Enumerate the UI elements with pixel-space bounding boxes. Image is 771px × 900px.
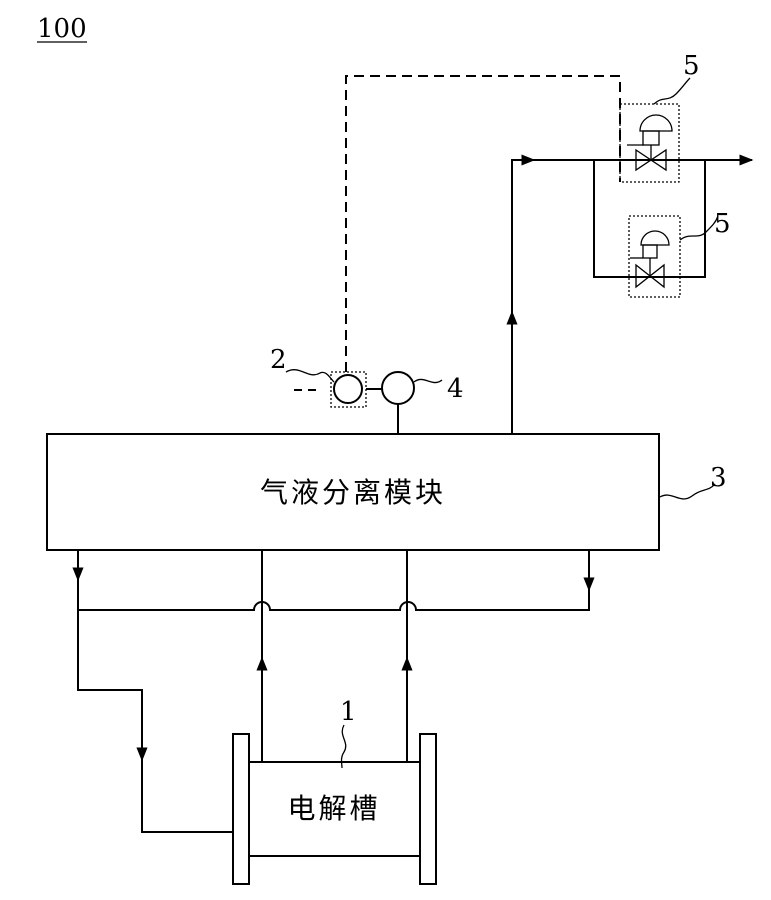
gauge-ref-number: 4: [447, 374, 464, 404]
valve-lower-ref-leader: [680, 216, 718, 240]
control-signal-line: [346, 76, 620, 372]
liquid-return-right: [78, 550, 589, 610]
valve-upper-ref-leader: [654, 78, 690, 104]
figure-number: 100: [37, 14, 87, 44]
control-valve-lower: [629, 216, 680, 297]
valve-lower-ref-number: 5: [714, 209, 731, 239]
gas-liquid-separation-module: 气液分离模块: [47, 434, 659, 550]
cell-ref-number: 1: [340, 697, 357, 727]
sensor-assembly: [294, 372, 414, 434]
module-label: 气液分离模块: [260, 476, 446, 509]
cell-label: 电解槽: [287, 792, 380, 825]
module-ref-number: 3: [710, 463, 727, 493]
control-valve-upper: [620, 104, 679, 182]
gauge-ref-leader: [414, 379, 442, 382]
sensor-ref-leader: [286, 370, 334, 382]
module-ref-leader: [660, 484, 715, 499]
liquid-return-left: [78, 550, 233, 832]
gas-outlet-line: [512, 160, 534, 434]
sensor-ref-number: 2: [270, 345, 287, 375]
valve-upper-ref-number: 5: [683, 51, 700, 81]
electrolysis-cell: 电解槽: [233, 734, 436, 884]
